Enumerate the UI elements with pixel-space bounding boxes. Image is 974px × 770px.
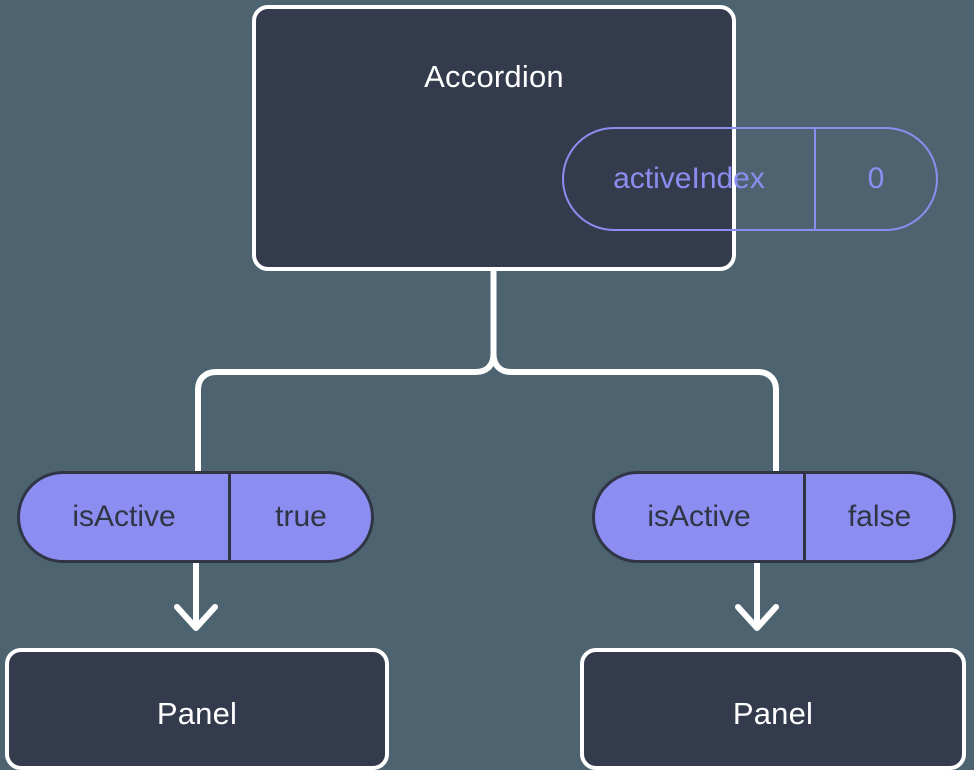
panel-right-prop-value: false [847,500,912,533]
panel-left-prop-value: true [275,500,327,533]
panel-left-title: Panel [156,696,238,731]
panel-right-title: Panel [732,696,814,731]
panel-right-prop-key: isActive [595,474,806,560]
panel-right-prop-pill[interactable]: isActive false [592,471,956,563]
panel-left-prop-pill[interactable]: isActive true [17,471,374,563]
accordion-state-pill[interactable]: activeIndex 0 [562,127,938,231]
accordion-state-key: activeIndex [564,129,816,229]
accordion-component-node[interactable]: Accordion activeIndex 0 [252,5,938,271]
accordion-state-value: 0 [867,162,885,195]
arrowhead-left-icon [174,604,218,631]
branch-connector [195,268,779,474]
panel-left-prop-key: isActive [20,474,231,560]
panel-right-component-node[interactable]: Panel [580,648,966,770]
panel-left-component-node[interactable]: Panel [5,648,389,770]
accordion-title: Accordion [424,59,564,94]
arrowhead-right-icon [735,604,779,631]
